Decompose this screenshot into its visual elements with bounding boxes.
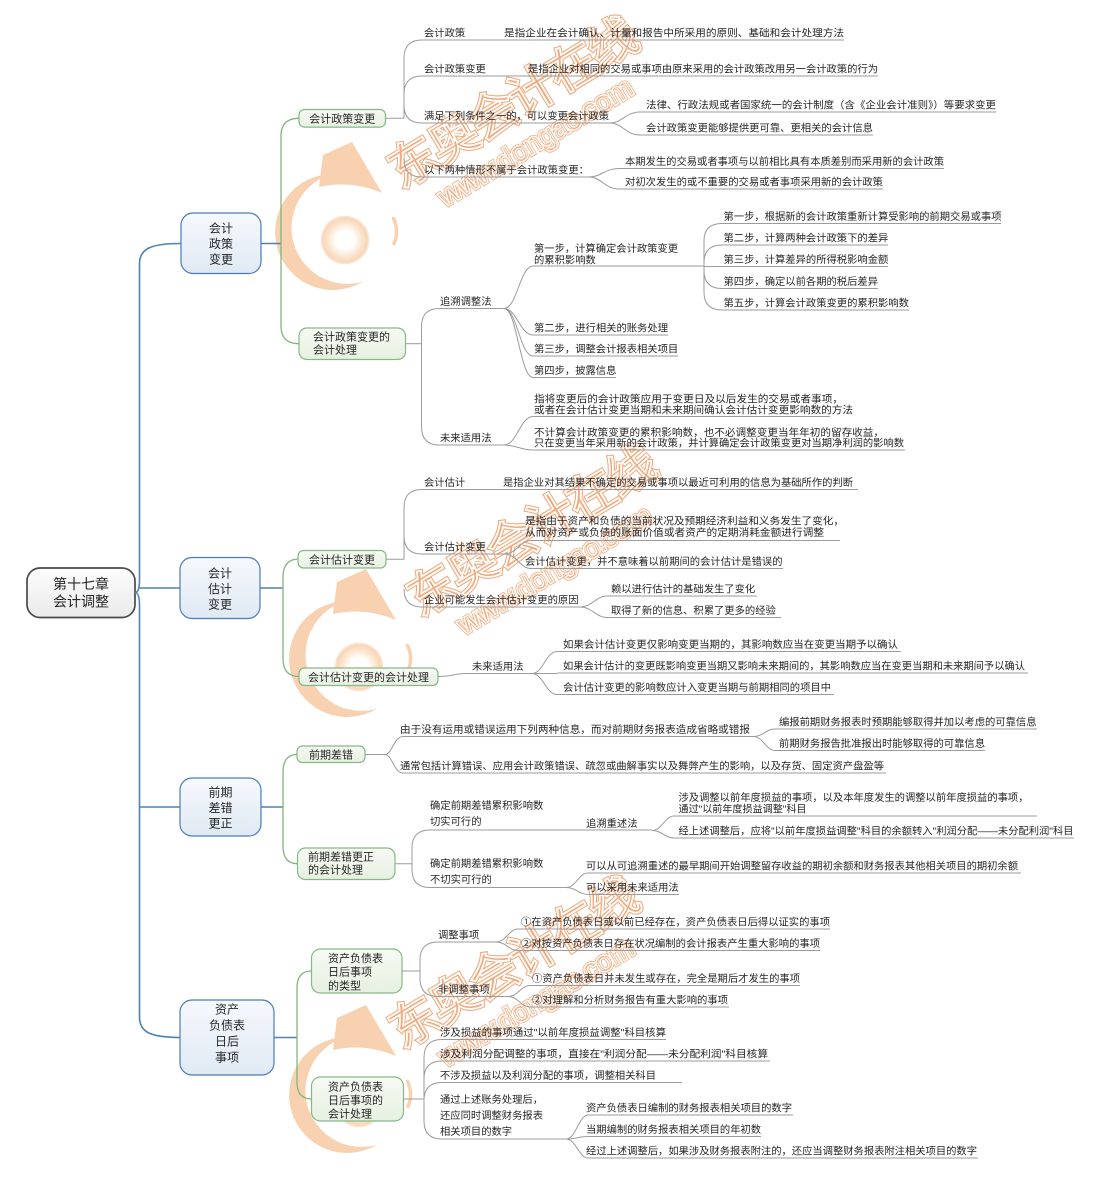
svg-text:会计: 会计	[208, 566, 232, 580]
svg-text:通常包括计算错误、应用会计政策错误、疏忽或曲解事实以及舞弊产: 通常包括计算错误、应用会计政策错误、疏忽或曲解事实以及舞弊产生的影响，以及存货、…	[400, 760, 884, 773]
svg-text:差错: 差错	[208, 801, 232, 815]
svg-text:②对按资产负债表日存在状况编制的会计报表产生重大影响的事项: ②对按资产负债表日存在状况编制的会计报表产生重大影响的事项	[521, 937, 820, 950]
svg-text:第三步，调整会计报表相关项目: 第三步，调整会计报表相关项目	[534, 343, 678, 356]
svg-text:追溯重述法: 追溯重述法	[586, 817, 638, 830]
svg-text:会计估计变更的会计处理: 会计估计变更的会计处理	[308, 670, 429, 684]
svg-text:是指企业在会计确认、计量和报告中所采用的原则、基础和会计处理: 是指企业在会计确认、计量和报告中所采用的原则、基础和会计处理方法	[504, 27, 844, 40]
svg-text:还应同时调整财务报表: 还应同时调整财务报表	[440, 1109, 543, 1122]
svg-text:估计: 估计	[208, 582, 232, 596]
svg-text:第十七章: 第十七章	[53, 576, 109, 592]
svg-text:日后事项的: 日后事项的	[328, 1093, 383, 1107]
svg-text:满足下列条件之一的，可以变更会计政策: 满足下列条件之一的，可以变更会计政策	[424, 110, 609, 123]
svg-text:或者在会计估计变更当期和未来期间确认会计估计变更影响数的方法: 或者在会计估计变更当期和未来期间确认会计估计变更影响数的方法	[534, 404, 853, 417]
svg-text:未来适用法: 未来适用法	[440, 432, 492, 445]
svg-text:企业可能发生会计估计变更的原因: 企业可能发生会计估计变更的原因	[424, 594, 579, 607]
svg-text:会计政策变更的: 会计政策变更的	[313, 330, 390, 344]
svg-text:赖以进行估计的基础发生了变化: 赖以进行估计的基础发生了变化	[611, 583, 755, 596]
svg-text:会计政策变更: 会计政策变更	[424, 63, 486, 76]
svg-text:会计政策: 会计政策	[424, 27, 465, 40]
svg-text:可以从可追溯重述的最早期间开始调整留存收益的期初余额和财务报: 可以从可追溯重述的最早期间开始调整留存收益的期初余额和财务报表其他相关项目的期初…	[586, 860, 1018, 873]
svg-text:本期发生的交易或者事项与以前相比具有本质差别而采用新的会计政: 本期发生的交易或者事项与以前相比具有本质差别而采用新的会计政策	[625, 155, 944, 168]
svg-text:日后事项: 日后事项	[328, 966, 372, 979]
svg-text:未来适用法: 未来适用法	[472, 660, 524, 673]
svg-text:变更: 变更	[208, 596, 232, 611]
svg-text:涉及利润分配调整的事项，直接在"利润分配——未分配利润"科目: 涉及利润分配调整的事项，直接在"利润分配——未分配利润"科目核算	[440, 1048, 768, 1061]
svg-text:②对理解和分析财务报告有重大影响的事项: ②对理解和分析财务报告有重大影响的事项	[532, 994, 728, 1007]
svg-text:第一步，根据新的会计政策重新计算受影响的前期交易或事项: 第一步，根据新的会计政策重新计算受影响的前期交易或事项	[724, 210, 1002, 223]
svg-text:通过"以前年度损益调整"科目: 通过"以前年度损益调整"科目	[679, 803, 807, 816]
svg-text:切实可行的: 切实可行的	[430, 815, 482, 828]
svg-text:编报前期财务报表时预期能够取得并加以考虑的可靠信息: 编报前期财务报表时预期能够取得并加以考虑的可靠信息	[779, 716, 1037, 729]
svg-text:如果会计估计变更仅影响变更当期的，其影响数应当在变更当期予以: 如果会计估计变更仅影响变更当期的，其影响数应当在变更当期予以确认	[563, 638, 898, 651]
svg-text:不涉及损益以及利润分配的事项，调整相关科目: 不涉及损益以及利润分配的事项，调整相关科目	[440, 1069, 656, 1082]
svg-text:是指由于资产和负债的当前状况及预期经济利益和义务发生了变化，: 是指由于资产和负债的当前状况及预期经济利益和义务发生了变化，	[525, 515, 844, 528]
svg-text:相关项目的数字: 相关项目的数字	[440, 1125, 512, 1138]
svg-text:经过上述调整后，如果涉及财务报表附注的，还应当调整财务报表附: 经过上述调整后，如果涉及财务报表附注的，还应当调整财务报表附注相关项目的数字	[586, 1145, 977, 1158]
svg-text:的会计处理: 的会计处理	[308, 863, 363, 877]
svg-text:资产负债表: 资产负债表	[328, 951, 383, 965]
svg-text:的累积影响数: 的累积影响数	[534, 254, 596, 267]
svg-text:变更: 变更	[209, 252, 233, 267]
svg-text:第二步，进行相关的账务处理: 第二步，进行相关的账务处理	[534, 322, 668, 335]
svg-text:会计估计变更的影响数应计入变更当期与前期相同的项目中: 会计估计变更的影响数应计入变更当期与前期相同的项目中	[563, 681, 831, 694]
svg-text:如果会计估计的变更既影响变更当期又影响未来期间的，其影响数应: 如果会计估计的变更既影响变更当期又影响未来期间的，其影响数应当在变更当期和未来期…	[563, 660, 1025, 673]
svg-text:前期差错更正: 前期差错更正	[308, 850, 374, 864]
svg-text:会计政策变更能够提供更可靠、更相关的会计信息: 会计政策变更能够提供更可靠、更相关的会计信息	[646, 122, 873, 135]
svg-text:会计估计变更: 会计估计变更	[309, 553, 375, 567]
svg-text:第四步，确定以前各期的税后差异: 第四步，确定以前各期的税后差异	[724, 275, 879, 288]
svg-text:非调整事项: 非调整事项	[438, 983, 490, 996]
svg-text:从而对资产或负债的账面价值或者资产的定期消耗金额进行调整: 从而对资产或负债的账面价值或者资产的定期消耗金额进行调整	[525, 526, 824, 539]
svg-text:由于没有运用或错误运用下列两种信息，而对前期财务报表造成省略: 由于没有运用或错误运用下列两种信息，而对前期财务报表造成省略或错报	[400, 723, 750, 736]
svg-text:会计政策变更: 会计政策变更	[309, 112, 375, 126]
svg-text:经上述调整后，应将"以前年度损益调整"科目的余额转入"利润分: 经上述调整后，应将"以前年度损益调整"科目的余额转入"利润分配——未分配利润"科…	[679, 825, 1074, 838]
svg-text:前期差错: 前期差错	[309, 748, 353, 762]
svg-text:会计处理: 会计处理	[328, 1108, 372, 1121]
svg-text:①资产负债表日并未发生或存在，完全是期后才发生的事项: ①资产负债表日并未发生或存在，完全是期后才发生的事项	[532, 972, 800, 985]
svg-text:涉及调整以前年度损益的事项，以及本年度发生的调整以前年度损益: 涉及调整以前年度损益的事项，以及本年度发生的调整以前年度损益的事项，	[679, 791, 1029, 804]
svg-text:对初次发生的或不重要的交易或者事项采用新的会计政策: 对初次发生的或不重要的交易或者事项采用新的会计政策	[625, 176, 883, 189]
svg-text:资产负债表日编制的财务报表相关项目的数字: 资产负债表日编制的财务报表相关项目的数字	[586, 1102, 792, 1115]
svg-text:取得了新的信息、积累了更多的经验: 取得了新的信息、积累了更多的经验	[611, 604, 777, 617]
svg-text:的类型: 的类型	[328, 979, 361, 993]
svg-text:会计: 会计	[209, 222, 233, 236]
svg-text:以下两种情形不属于会计政策变更：: 以下两种情形不属于会计政策变更：	[424, 164, 589, 177]
svg-text:会计调整: 会计调整	[53, 594, 109, 610]
svg-text:不计算会计政策变更的累积影响数，也不必调整变更当年年初的留存: 不计算会计政策变更的累积影响数，也不必调整变更当年年初的留存收益，	[534, 426, 884, 439]
svg-text:前期财务报告批准报出时能够取得的可靠信息: 前期财务报告批准报出时能够取得的可靠信息	[779, 737, 985, 750]
svg-text:会计估计变更: 会计估计变更	[424, 541, 486, 554]
svg-text:确定前期差错累积影响数: 确定前期差错累积影响数	[430, 799, 543, 812]
svg-text:第二步，计算两种会计政策下的差异: 第二步，计算两种会计政策下的差异	[724, 232, 889, 245]
svg-text:第四步，披露信息: 第四步，披露信息	[534, 364, 616, 377]
svg-text:指将变更后的会计政策应用于变更日及以后发生的交易或者事项，: 指将变更后的会计政策应用于变更日及以后发生的交易或者事项，	[534, 393, 843, 406]
svg-text:调整事项: 调整事项	[438, 929, 479, 942]
svg-text:不切实可行的: 不切实可行的	[430, 873, 492, 886]
svg-text:追溯调整法: 追溯调整法	[440, 295, 492, 308]
svg-text:事项: 事项	[215, 1051, 239, 1065]
svg-text:政策: 政策	[209, 237, 233, 251]
svg-text:会计处理: 会计处理	[313, 344, 357, 357]
svg-text:通过上述账务处理后，: 通过上述账务处理后，	[440, 1093, 543, 1106]
svg-text:是指企业对相同的交易或事项由原来采用的会计政策改用另一会计政: 是指企业对相同的交易或事项由原来采用的会计政策改用另一会计政策的行为	[528, 63, 878, 76]
svg-text:会计估计变更，并不意味着以前期间的会计估计是错误的: 会计估计变更，并不意味着以前期间的会计估计是错误的	[525, 555, 783, 568]
svg-text:日后: 日后	[215, 1035, 239, 1049]
svg-text:当期编制的财务报表相关项目的年初数: 当期编制的财务报表相关项目的年初数	[586, 1123, 761, 1136]
svg-text:更正: 更正	[208, 816, 232, 830]
svg-text:资产: 资产	[215, 1003, 239, 1017]
svg-text:法律、行政法规或者国家统一的会计制度（含《企业会计准则》）等: 法律、行政法规或者国家统一的会计制度（含《企业会计准则》）等要求变更	[646, 99, 996, 112]
svg-text:会计估计: 会计估计	[424, 476, 465, 489]
svg-text:第五步，计算会计政策变更的累积影响数: 第五步，计算会计政策变更的累积影响数	[724, 297, 909, 310]
svg-text:负债表: 负债表	[209, 1019, 245, 1033]
svg-text:第三步，计算差异的所得税影响金额: 第三步，计算差异的所得税影响金额	[724, 253, 889, 266]
svg-text:资产负债表: 资产负债表	[328, 1080, 383, 1094]
svg-text:可以采用未来适用法: 可以采用未来适用法	[586, 881, 679, 894]
svg-text:前期: 前期	[208, 784, 232, 799]
svg-text:确定前期差错累积影响数: 确定前期差错累积影响数	[430, 857, 543, 870]
svg-text:第一步，计算确定会计政策变更: 第一步，计算确定会计政策变更	[534, 242, 678, 255]
svg-text:①在资产负债表日或以前已经存在，资产负债表日后得以证实的事项: ①在资产负债表日或以前已经存在，资产负债表日后得以证实的事项	[521, 916, 830, 929]
svg-text:是指企业对其结果不确定的交易或事项以最近可利用的信息为基础所: 是指企业对其结果不确定的交易或事项以最近可利用的信息为基础所作的判断	[503, 476, 853, 489]
svg-text:涉及损益的事项通过"以前年度损益调整"科目核算: 涉及损益的事项通过"以前年度损益调整"科目核算	[440, 1026, 666, 1039]
svg-text:只在变更当年采用新的会计政策，并计算确定会计政策变更对当期净: 只在变更当年采用新的会计政策，并计算确定会计政策变更对当期净利润的影响数	[534, 437, 904, 450]
